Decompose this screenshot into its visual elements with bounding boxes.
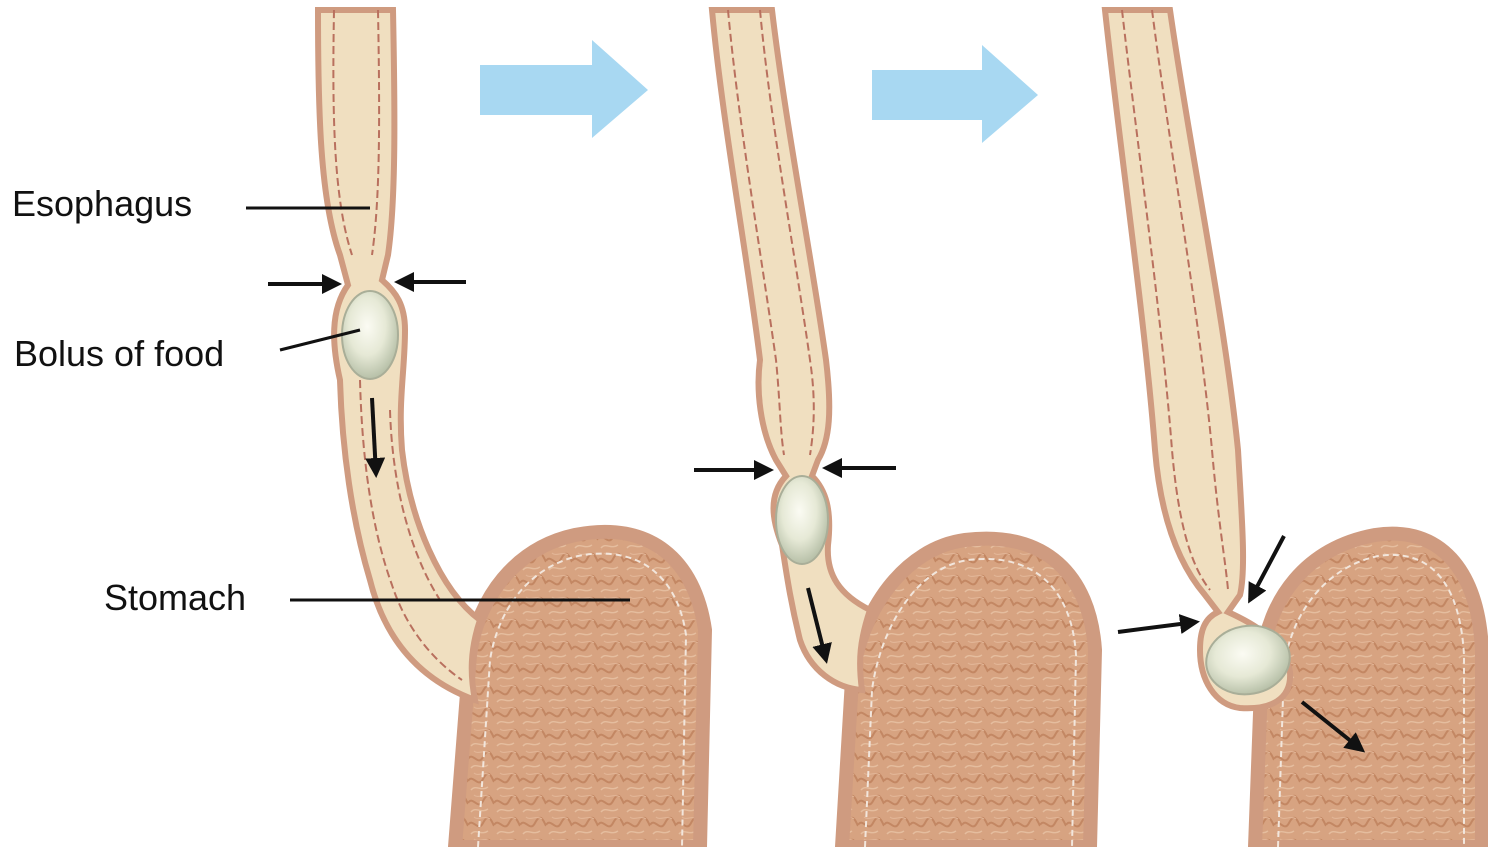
stomach-label: Stomach <box>104 580 246 616</box>
peristalsis-step-arrow <box>872 45 1038 143</box>
esophagus-tube <box>712 10 870 690</box>
stomach <box>455 532 705 847</box>
esophagus-tube <box>318 10 480 700</box>
panel-1 <box>268 10 705 847</box>
bolus <box>342 291 398 379</box>
peristalsis-step-arrow <box>480 40 648 138</box>
panel-3 <box>1105 10 1482 847</box>
bolus-label: Bolus of food <box>14 336 224 372</box>
bolus <box>776 476 828 564</box>
stomach <box>842 539 1095 847</box>
esophagus-label: Esophagus <box>12 186 192 222</box>
panel-2 <box>694 10 1095 847</box>
esophagus-tube <box>1105 10 1290 708</box>
